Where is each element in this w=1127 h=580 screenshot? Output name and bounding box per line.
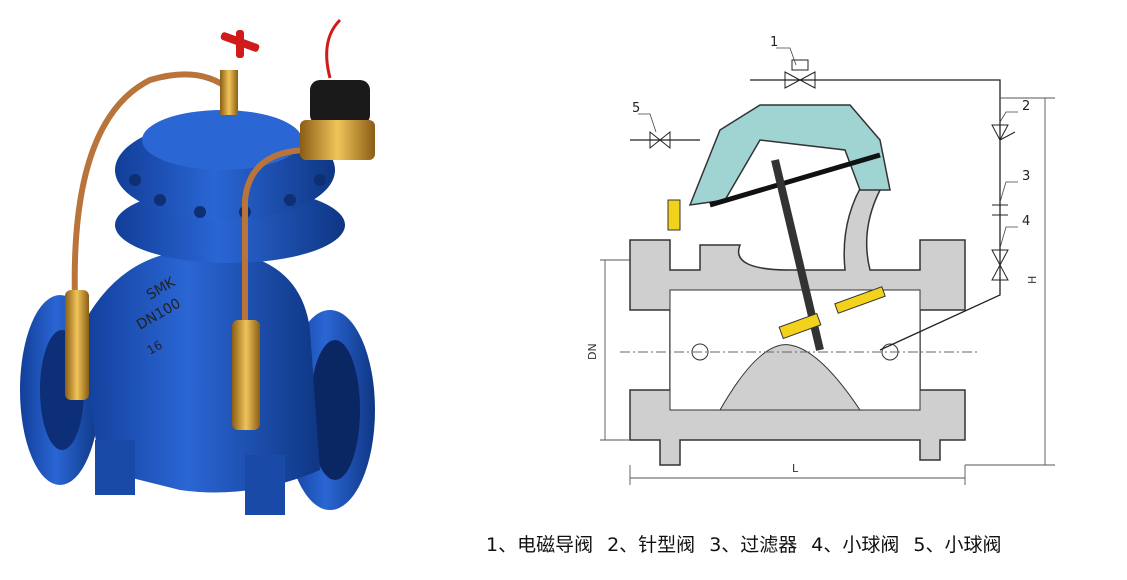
callout-1: 1: [770, 35, 778, 50]
callout-3: 3: [1022, 169, 1030, 184]
handwheel-icon: [220, 30, 260, 58]
bonnet: [688, 104, 891, 206]
needle-valve: [220, 70, 238, 115]
valve-body: [80, 250, 320, 493]
ball-valve-symbol-5: [649, 130, 671, 150]
legend-item-4: 4、小球阀: [811, 534, 900, 556]
copper-tube-left: [71, 71, 232, 301]
legend-item-5: 5、小球阀: [913, 534, 1002, 556]
dimension-dn: DN: [586, 343, 599, 360]
legend-item-1: 1、电磁导阀: [486, 534, 594, 556]
dimension-l: L: [792, 462, 799, 475]
valve-product-photo: SMK DN100 16: [20, 18, 375, 515]
brass-ball-valve-right: [232, 320, 260, 430]
legend-item-2: 2、针型阀: [607, 534, 696, 556]
copper-tube-right: [242, 147, 311, 320]
legend-item-3: 3、过滤器: [709, 534, 798, 556]
callout-2: 2: [1022, 99, 1030, 114]
needle-valve-symbol: [991, 124, 1016, 142]
diaphragm: [709, 152, 881, 208]
solenoid-pilot-symbol: [784, 59, 816, 89]
brass-strainer-left: [65, 290, 89, 400]
disc-yellow-part: [778, 312, 822, 340]
solenoid-coil: [310, 80, 370, 125]
strainer-symbol: [992, 204, 1008, 216]
callout-5: 5: [632, 101, 640, 116]
valve-section-drawing: 1 2 3 4 5 DN H L: [586, 35, 1055, 485]
ball-valve-symbol-4: [991, 249, 1009, 281]
seat-ridge: [719, 344, 861, 411]
callout-4: 4: [1022, 214, 1030, 229]
body-marking-3: 16: [145, 338, 165, 358]
pilot-line: [750, 79, 1001, 351]
parts-legend: 1、电磁导阀 2、针型阀 3、过滤器 4、小球阀 5、小球阀: [486, 530, 1116, 558]
dimension-h: H: [1026, 276, 1039, 284]
